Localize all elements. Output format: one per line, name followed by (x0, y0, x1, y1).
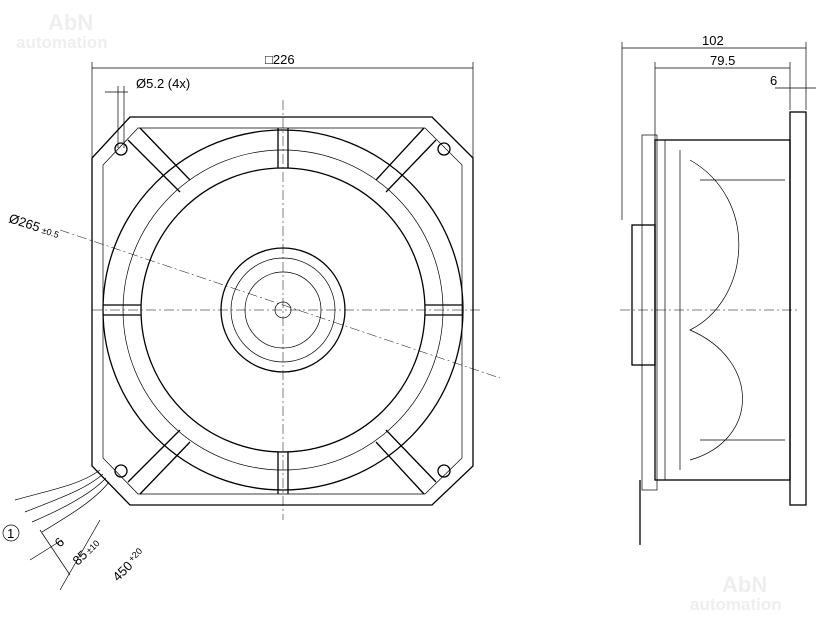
dim-total-depth: 102 (702, 33, 724, 48)
svg-text:AbN: AbN (722, 572, 767, 597)
dim-flange-thickness: 6 (770, 73, 777, 88)
svg-text:automation: automation (16, 33, 108, 52)
dim-hole-dia: Ø5.2 (4x) (136, 76, 190, 91)
dim-cable-450: 450+20 (110, 546, 148, 584)
dim-strip-6: 6 (52, 534, 68, 550)
callout-1: 1 (7, 526, 14, 541)
frame-outline (91, 116, 474, 506)
dim-outer-dia: Ø265±0.5 (7, 211, 61, 241)
front-view: □226 Ø5.2 (4x) Ø265±0.5 1 6 85±10 450+20 (2, 52, 501, 591)
watermark-top: AbN automation (16, 10, 108, 52)
svg-text:AbN: AbN (48, 10, 93, 35)
dim-lead-85: 85±10 (70, 535, 103, 568)
cables (14, 469, 110, 591)
callout-circle (2, 524, 20, 542)
watermark-bottom: AbN automation (690, 572, 782, 614)
dim-body-depth: 79.5 (710, 53, 735, 68)
dim-square-226: □226 (265, 52, 295, 67)
side-view: 102 79.5 6 (620, 33, 816, 545)
svg-text:automation: automation (690, 595, 782, 614)
mounting-holes (114, 142, 451, 478)
frame-struts (103, 127, 462, 495)
outer-ring (102, 129, 464, 491)
